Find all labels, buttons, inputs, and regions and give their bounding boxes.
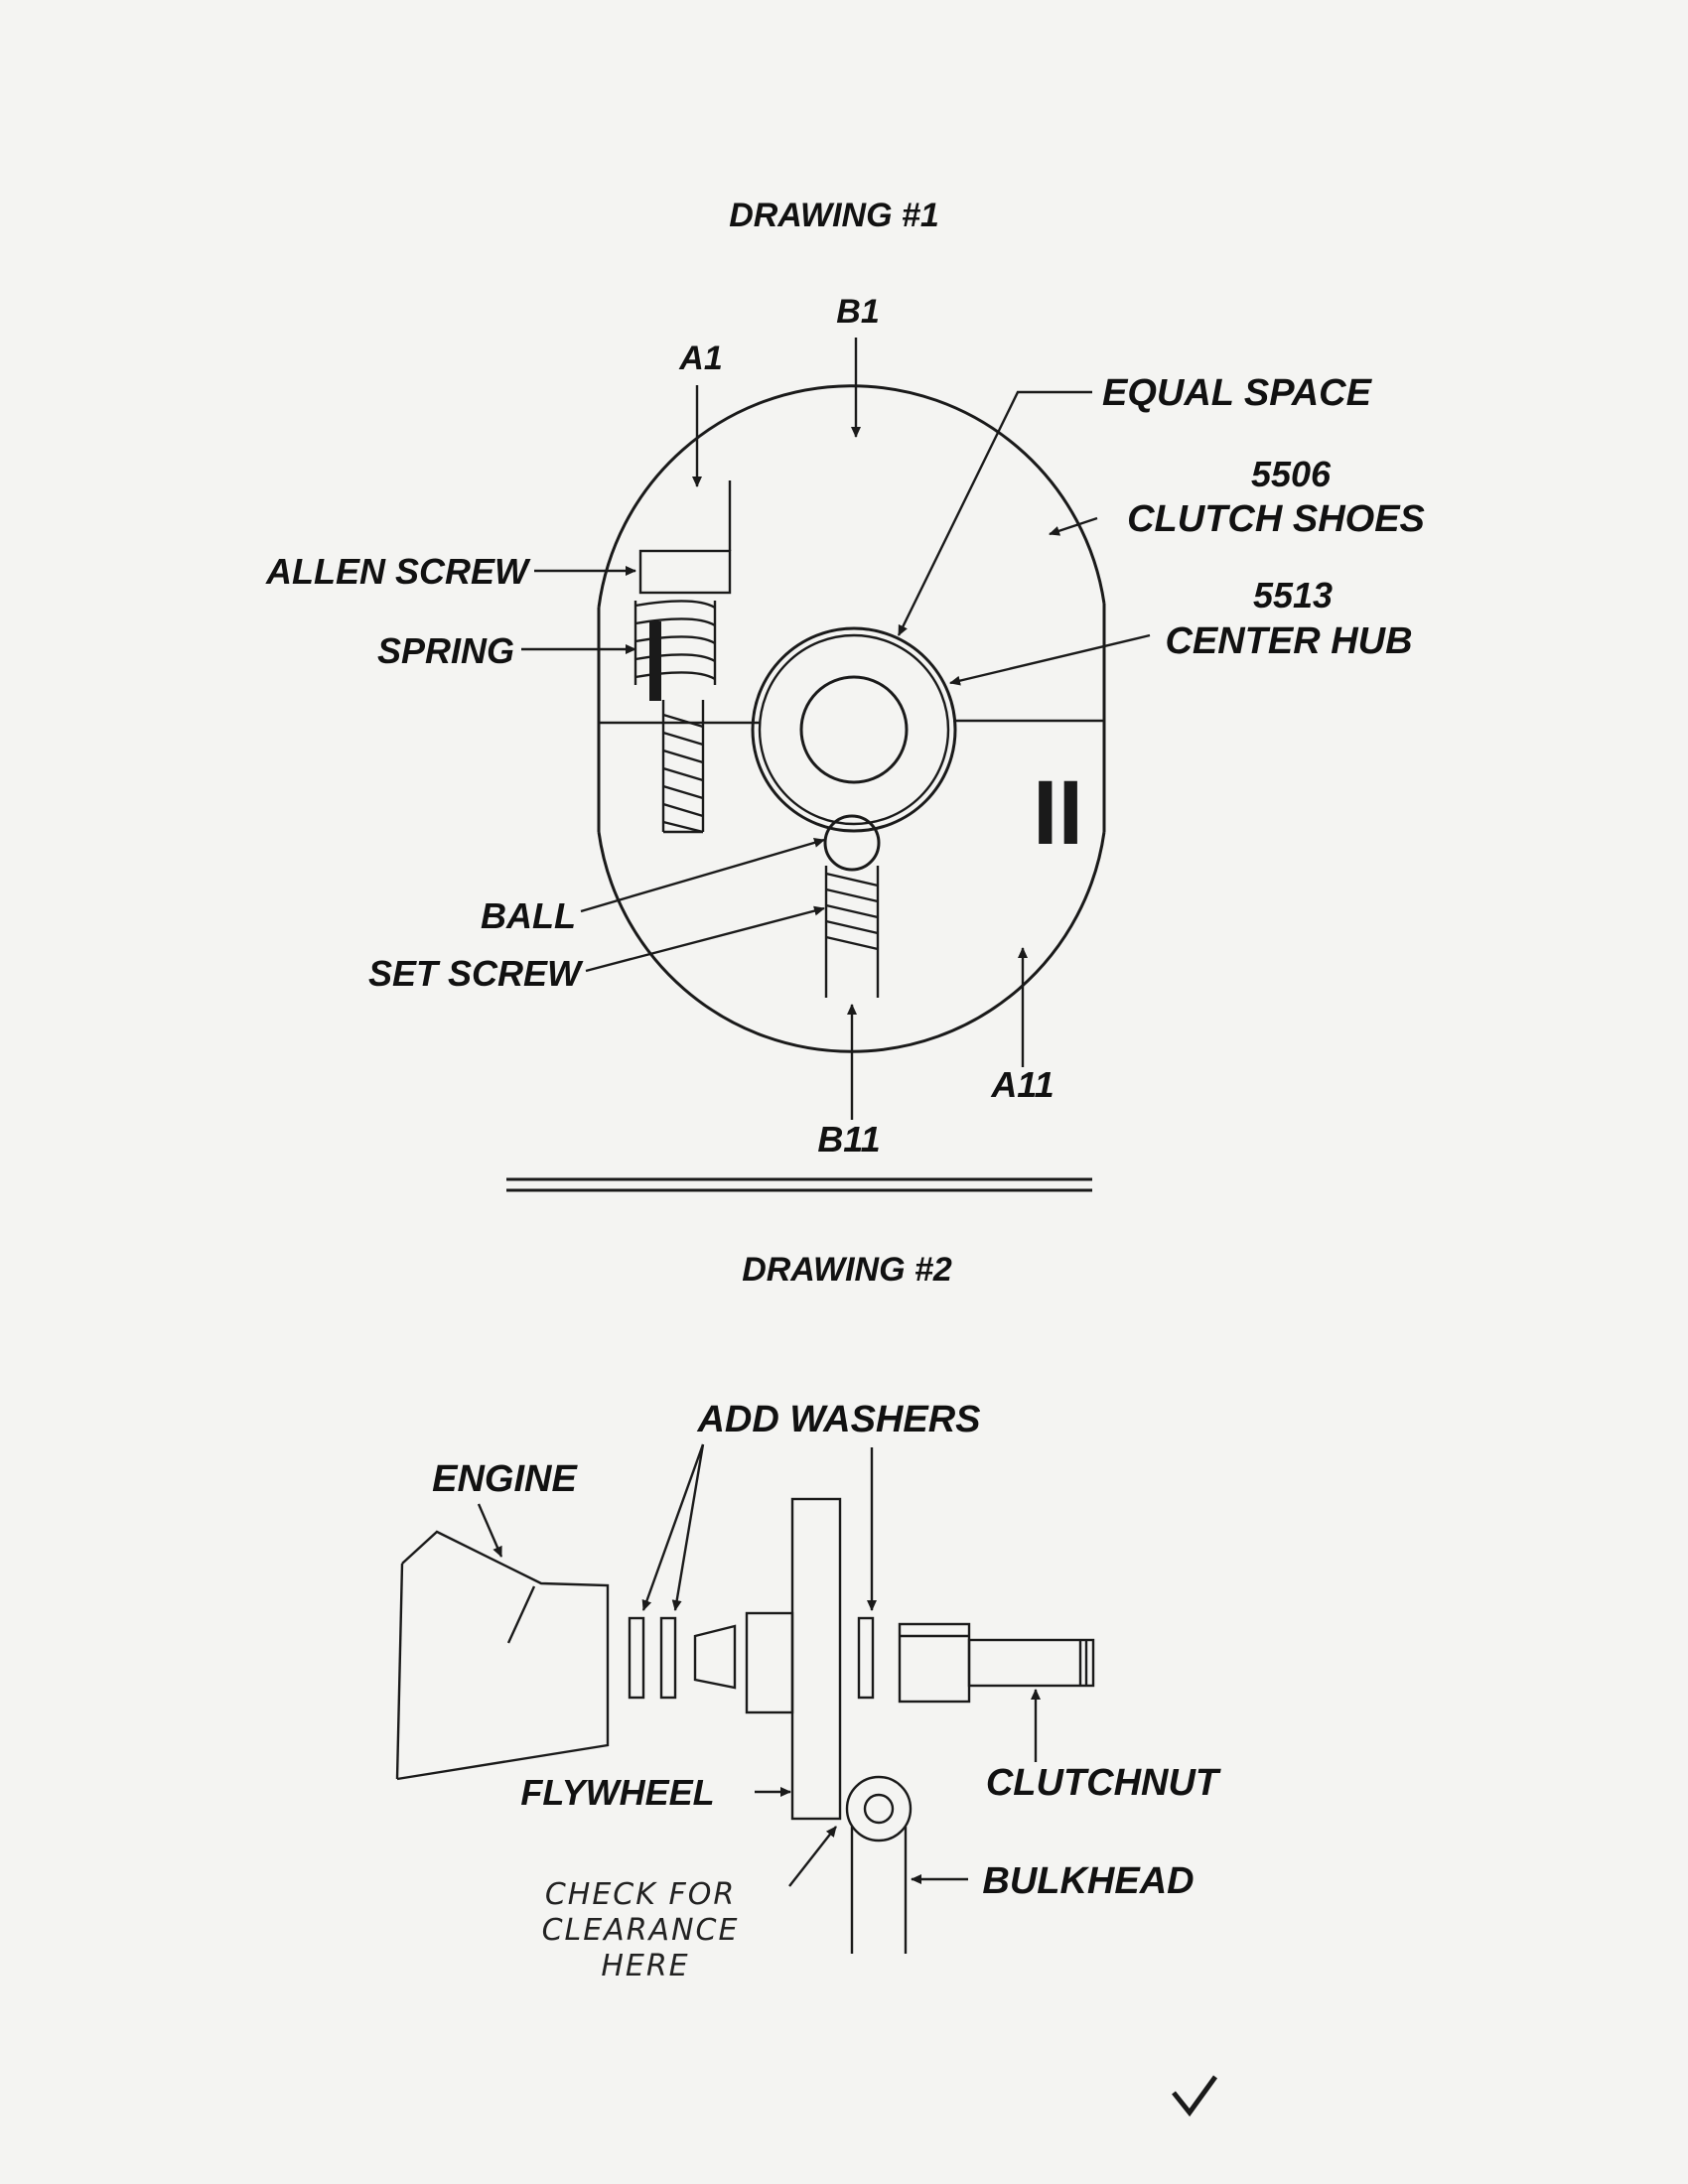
- label-clutchnut: CLUTCHNUT: [986, 1762, 1221, 1804]
- clutchnut: [898, 1622, 1095, 1704]
- arrow-ball: [580, 838, 825, 913]
- check-mark-icon: [1172, 2075, 1218, 2117]
- engine: [395, 1530, 610, 1781]
- shoe-mark: II: [1033, 762, 1083, 864]
- arrow-clutch-shoes: [1049, 516, 1098, 536]
- label-flywheel: FLYWHEEL: [520, 1772, 714, 1813]
- arrow-set-screw: [585, 905, 825, 973]
- flywheel-hub: [745, 1611, 794, 1714]
- label-allen-screw: ALLEN SCREW: [265, 551, 531, 592]
- clutch-shoes-outline: [597, 384, 1106, 1053]
- note-line-3: HERE: [601, 1949, 689, 1983]
- label-add-washers: ADD WASHERS: [696, 1399, 980, 1440]
- label-equal-space: EQUAL SPACE: [1102, 372, 1373, 414]
- label-a1: A1: [678, 340, 722, 377]
- drawing-2-title: DRAWING #2: [742, 1251, 952, 1289]
- bulkhead: [845, 1775, 913, 1954]
- allen-screw: [638, 480, 732, 595]
- drawing-1: DRAWING #1: [265, 197, 1425, 1160]
- washer-1: [628, 1616, 645, 1700]
- label-spring: SPRING: [377, 630, 514, 671]
- drawing-2: DRAWING #2 ADD WASHERS ENGINE: [395, 1251, 1221, 1983]
- flywheel: [790, 1497, 842, 1821]
- label-clutch-shoes-name: CLUTCH SHOES: [1127, 498, 1425, 540]
- label-b1: B1: [836, 293, 879, 331]
- center-hub: [751, 626, 957, 833]
- label-bulkhead: BULKHEAD: [982, 1860, 1194, 1902]
- arrow-clearance: [788, 1826, 837, 1887]
- label-engine: ENGINE: [432, 1458, 578, 1500]
- handwritten-note: CHECK FOR CLEARANCE HERE: [542, 1877, 740, 1983]
- arrow-equal-space: [897, 390, 1092, 636]
- washer-3: [857, 1616, 875, 1700]
- label-clutch-shoes-part: 5506: [1251, 454, 1332, 494]
- set-screw: [824, 866, 880, 998]
- arrow-engine: [477, 1503, 503, 1558]
- note-line-1: CHECK FOR: [545, 1877, 736, 1912]
- label-set-screw: SET SCREW: [368, 953, 584, 994]
- label-center-hub-name: CENTER HUB: [1165, 620, 1412, 662]
- threaded-stud: [661, 700, 705, 834]
- note-line-2: CLEARANCE: [542, 1913, 740, 1948]
- arrow-center-hub: [949, 633, 1151, 686]
- spring-pin: [649, 621, 661, 701]
- label-a11: A11: [990, 1064, 1054, 1105]
- section-divider: [506, 1177, 1092, 1192]
- washer-2: [659, 1616, 677, 1700]
- spring: [633, 600, 717, 701]
- arrow-add-washers-2: [671, 1443, 705, 1611]
- arrow-add-washers-1: [641, 1443, 705, 1611]
- label-b11: B11: [817, 1119, 880, 1160]
- label-ball: BALL: [481, 895, 576, 936]
- ball: [823, 814, 881, 872]
- label-center-hub-part: 5513: [1253, 575, 1333, 615]
- tapered-collet: [693, 1624, 737, 1690]
- drawing-1-title: DRAWING #1: [729, 197, 939, 234]
